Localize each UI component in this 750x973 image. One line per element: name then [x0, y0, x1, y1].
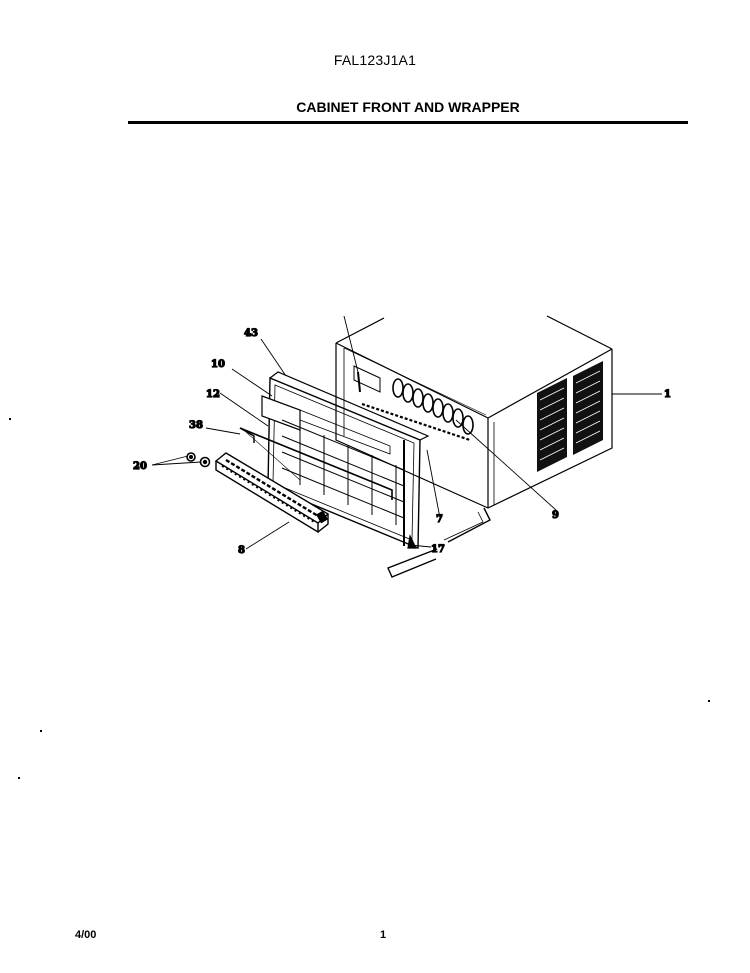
callout-9: 9: [552, 510, 559, 521]
page-number: 1: [380, 929, 387, 941]
callout-8: 8: [238, 545, 245, 556]
scan-speck: [9, 418, 11, 420]
coil-tubes: [392, 378, 474, 435]
callout-1: 1: [664, 389, 671, 400]
callout-7: 7: [436, 514, 443, 525]
callout-labels: 43 10 12 38 20 8 17 7 9 1: [132, 327, 671, 556]
scan-speck: [40, 730, 42, 732]
front-panel: [261, 371, 430, 550]
callout-10: 10: [211, 359, 225, 370]
side-louvers: [537, 361, 603, 472]
model-number: FAL123J1A1: [333, 52, 417, 68]
scan-speck: [18, 777, 20, 779]
section-title: CABINET FRONT AND WRAPPER: [296, 99, 520, 115]
revision-date: 4/00: [75, 929, 97, 941]
title-rule: [128, 121, 688, 124]
callout-12: 12: [206, 389, 220, 400]
callout-20: 20: [133, 461, 147, 472]
callout-38: 38: [189, 420, 203, 431]
cabinet-wrapper: [335, 315, 613, 578]
callout-17: 17: [431, 544, 445, 555]
callout-43: 43: [244, 328, 258, 339]
air-filter: [239, 427, 393, 500]
control-knobs: [186, 452, 211, 468]
grille-bars: [281, 419, 405, 525]
control-panel: [214, 452, 330, 534]
leader-lines: [151, 315, 662, 550]
scan-speck: [708, 700, 710, 702]
